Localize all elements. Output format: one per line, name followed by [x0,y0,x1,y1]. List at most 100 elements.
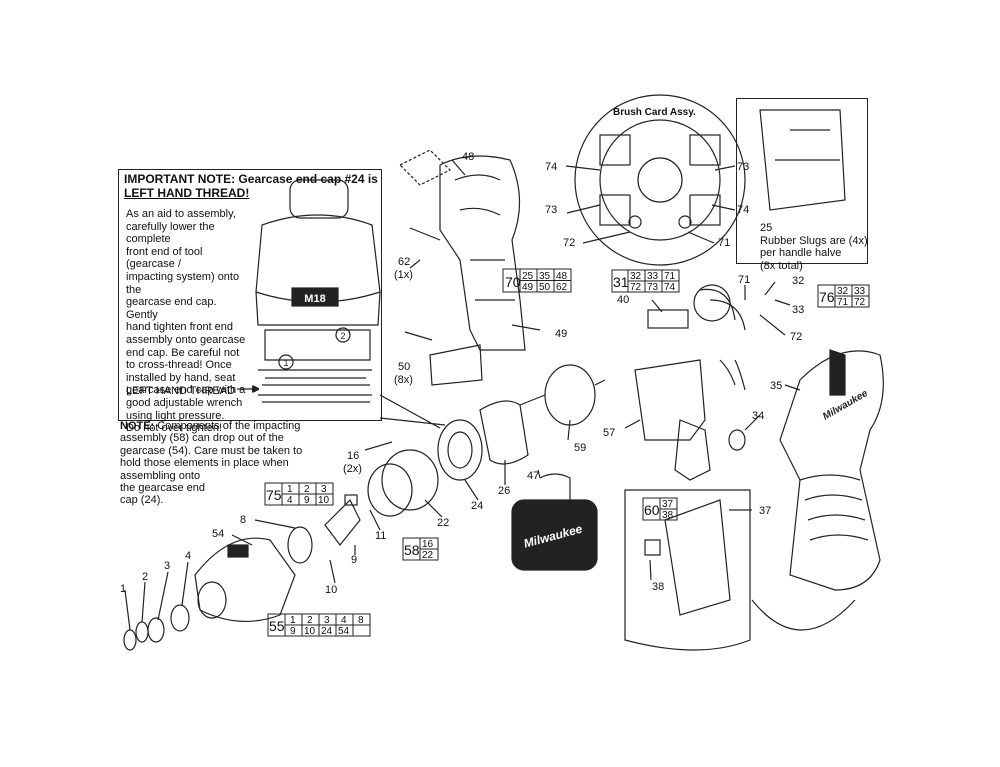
kit-31-bottom: 73 [647,282,659,293]
note-line: to cross-thread! Once [126,359,232,372]
note-line: good adjustable wrench [126,396,243,409]
kit-55-top: 3 [324,615,330,626]
note2-prefix: NOTE: [120,420,155,432]
spring-34 [728,429,746,451]
brush-label-74b: 74 [737,204,749,216]
inset-handle-drawing [759,109,846,211]
brush-ring-31 [693,284,731,322]
rubber-slug-note: 25 Rubber Slugs are (4x) per handle halv… [760,222,870,272]
kit-76-top: 32 [837,286,849,297]
rubber-slug-inset [736,98,868,264]
brush-label-73a: 73 [545,204,557,216]
tool-case-47: Milwaukee [511,473,598,571]
kit-70-bottom: 49 [522,282,534,293]
housing-half-right-35: Milwaukee [779,349,884,591]
left-hand-thread-label: LEFT HAND THREAD [126,385,236,397]
note2-line: Components of the impacting [154,420,301,432]
note-line: gearcase end cap with a [126,384,246,397]
bearing-plate-24 [437,419,483,481]
callout-38: 38 [652,581,664,593]
brush-card-assembly [574,94,746,266]
kit-70-top: 35 [539,271,551,282]
kit-31-top: 71 [664,271,676,282]
kit-31-bottom: 74 [664,282,676,293]
callout-8: 8 [240,514,246,526]
ring-1 [123,629,137,651]
callout-4: 4 [185,550,191,562]
kit-55-top: 2 [307,615,313,626]
kit-31-top: 32 [630,271,642,282]
note-line: hand tighten front end [126,321,234,334]
kit-31-bottom: 72 [630,282,642,293]
callout-71: 71 [738,274,750,286]
housing-half-left [398,149,526,386]
leader-lines [124,159,801,631]
kit-60-bottom: 38 [662,510,674,521]
note-line: impacting system) onto the [126,270,240,296]
kit-55-bottom: 9 [290,626,296,637]
kit-70-id: 70 [505,274,521,290]
callout-1: 1 [120,583,126,595]
kit-70-top: 25 [522,271,534,282]
gearcase-illustration: M18 1 2 [237,179,381,403]
ring-2 [135,621,149,643]
kit-75-top: 3 [321,484,327,495]
kit-55-top: 8 [358,615,364,626]
note2-line: assembling onto [120,469,201,482]
kit-58-id: 58 [404,542,420,558]
important-note-body: As an aid to assembly, carefully lower t… [126,208,246,435]
kit-75-bottom: 10 [318,495,330,506]
inset-line: Rubber Slugs are (4x) [760,234,868,247]
brush-label-71: 71 [718,237,730,249]
kit-55-bottom: 54 [338,626,350,637]
svg-text:1: 1 [283,358,288,368]
kit-76-id: 76 [819,289,835,305]
callout-54: 54 [212,528,224,540]
kit-75-id: 75 [266,487,282,503]
kit-31-top: 33 [647,271,659,282]
note-line: front end of tool (gearcase / [126,245,203,271]
callouts: 48 62 (1x) 50 (8x) 49 59 57 40 34 35 71 … [120,151,804,596]
callout-22: 22 [437,517,449,529]
callout-47: 47 [527,470,539,482]
note-line: assembly onto gearcase [126,333,246,346]
callout-16: 16 [347,450,359,462]
callout-62: 62 [398,256,410,268]
screw-lines [404,227,441,341]
kit-70-bottom: 62 [556,282,568,293]
brush-label-72: 72 [563,237,575,249]
brush-leads [699,288,746,391]
callout-49: 49 [555,328,567,340]
callout-40: 40 [617,294,629,306]
kit-58-bottom: 22 [422,550,434,561]
brush-label-74a: 74 [545,161,557,173]
note-line: end cap. Be careful not [126,346,240,359]
kit-76-bottom: 71 [837,297,849,308]
note2-line: gearcase (54). Care must be taken to [120,444,303,457]
callout-16-qty: (2x) [343,463,362,475]
note-title-line1: IMPORTANT NOTE: Gearcase end cap #24 is [124,172,378,186]
kit-55-top: 1 [290,615,296,626]
callout-57: 57 [603,427,615,439]
kit-31-id: 31 [613,274,629,290]
o-ring-8 [287,526,313,564]
note-line: Do not over tighten! [126,422,223,435]
brush-card-title: Brush Card Assy. [613,107,696,118]
kit-70-top: 48 [556,271,568,282]
callout-50-qty: (8x) [394,374,413,386]
kit-75-bottom: 4 [287,495,293,506]
note-line: As an aid to assembly, [126,208,236,220]
anvil-10 [324,494,361,546]
kit-76-top: 33 [854,286,866,297]
kit-60-id: 60 [644,502,660,518]
kit-boxes [264,268,870,637]
nose-gearcase-54 [194,537,296,622]
callout-33: 33 [792,304,804,316]
note-line: installed by hand, seat [126,371,236,384]
note-line: using light pressure. [126,409,225,422]
callout-32: 32 [792,275,804,287]
note2-line: assembly (58) can drop out of the [120,432,284,445]
kit-70-bottom: 50 [539,282,551,293]
kit-labels: 70 25 35 48 49 50 62 31 32 33 71 72 73 7… [266,271,866,637]
